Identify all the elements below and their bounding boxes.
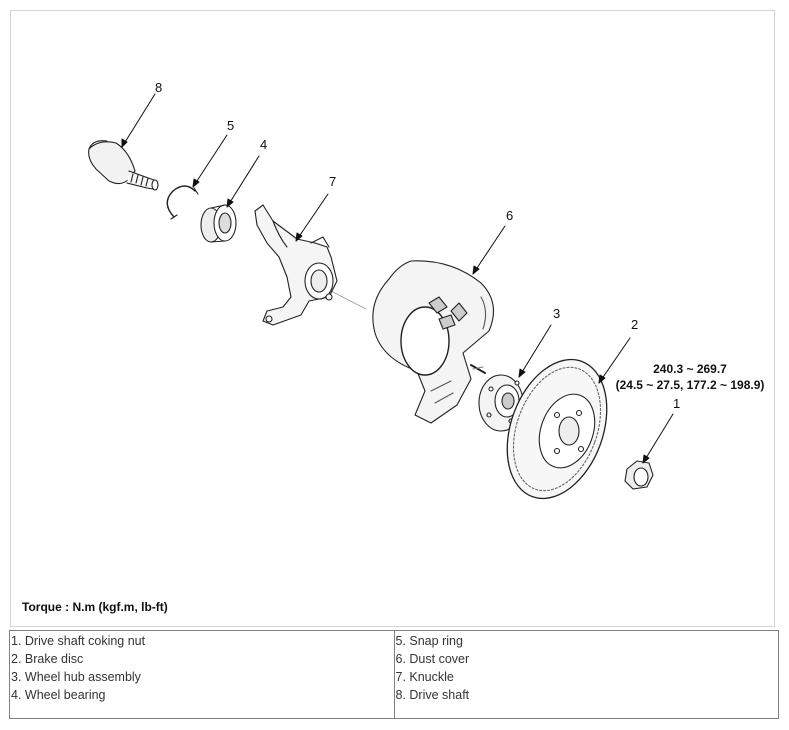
dust-cover-part: [372, 260, 495, 424]
diagram-drawing: [88, 93, 674, 500]
legend-item: 6. Dust cover: [395, 652, 470, 666]
callout-2: 2: [631, 317, 639, 332]
callout-7: 7: [329, 174, 337, 189]
parts-legend-table: 1. Drive shaft coking nut 2. Brake disc …: [9, 630, 779, 719]
drive-shaft-nut-part: [624, 460, 654, 490]
callout-6: 6: [506, 208, 514, 223]
wheel-hub-part: [478, 374, 524, 432]
legend-item: 4. Wheel bearing: [11, 688, 106, 702]
snap-ring-part: [166, 185, 199, 220]
legend-left-column: 1. Drive shaft coking nut 2. Brake disc …: [9, 630, 395, 719]
knuckle-part: [254, 204, 338, 326]
callout-4: 4: [260, 137, 268, 152]
brake-disc-part: [506, 358, 608, 500]
exploded-diagram: 8 5 4 7 6 3 2 1 240.3 ~ 269.7 (24.5 ~ 27…: [10, 10, 775, 627]
callout-3: 3: [553, 306, 561, 321]
legend-item: 7. Knuckle: [395, 670, 454, 684]
legend-item: 2. Brake disc: [11, 652, 84, 666]
leader-lines: [121, 93, 674, 464]
drive-shaft-part: [88, 140, 159, 191]
legend-item: 3. Wheel hub assembly: [11, 670, 141, 684]
torque-units-note: Torque : N.m (kgf.m, lb-ft): [22, 600, 168, 614]
hub-stud-part: [470, 364, 486, 374]
axis-line: [330, 290, 367, 310]
legend-item: 8. Drive shaft: [395, 688, 470, 702]
legend-row: 1. Drive shaft coking nut 2. Brake disc …: [9, 630, 779, 719]
callout-8: 8: [155, 80, 163, 95]
torque-value: 240.3 ~ 269.7 (24.5 ~ 27.5, 177.2 ~ 198.…: [615, 361, 765, 393]
torque-value-nm: 240.3 ~ 269.7: [653, 362, 727, 376]
callout-5: 5: [227, 118, 235, 133]
wheel-bearing-part: [200, 204, 237, 243]
legend-right-column: 5. Snap ring 6. Dust cover 7. Knuckle 8.…: [394, 631, 779, 719]
legend-item: 5. Snap ring: [395, 634, 463, 648]
torque-value-alt: (24.5 ~ 27.5, 177.2 ~ 198.9): [615, 378, 765, 392]
callout-1: 1: [673, 396, 681, 411]
legend-item: 1. Drive shaft coking nut: [11, 634, 146, 648]
